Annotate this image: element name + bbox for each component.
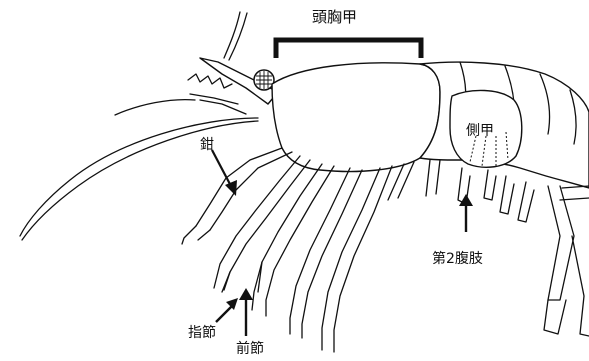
carapace-bracket: [276, 40, 421, 58]
antennae: [20, 12, 258, 240]
pleuron-label: 側甲: [466, 124, 494, 138]
carapace: [272, 63, 440, 172]
pleopods: [426, 160, 589, 336]
cephalothorax-label: 頭胸甲: [312, 10, 357, 25]
annotation-arrows: [212, 150, 473, 336]
eye: [254, 70, 274, 90]
propodus-label: 前節: [236, 342, 264, 356]
second-pleopod-label: 第2腹肢: [432, 252, 483, 266]
dactylus-label: 指節: [188, 326, 216, 340]
chela-label: 鉗: [200, 138, 214, 152]
